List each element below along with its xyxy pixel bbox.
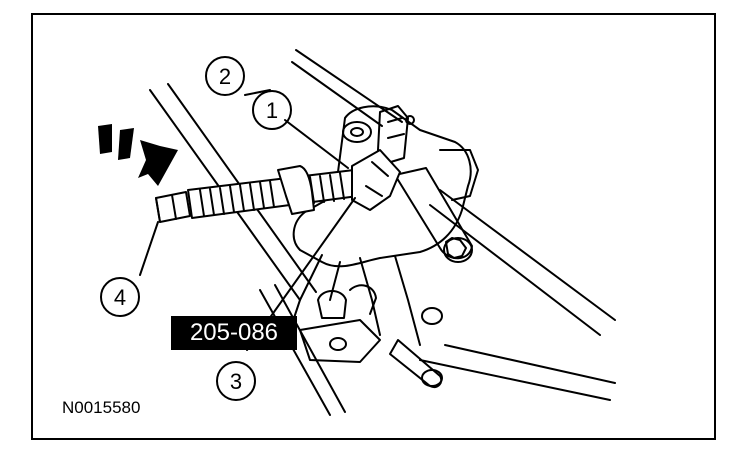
callout-1-label: 1: [266, 98, 278, 123]
force-direction-arrow: [98, 124, 178, 186]
ball-joint-boss: [394, 149, 479, 263]
illustration-frame: [31, 13, 716, 440]
frame-rail-bottom: [419, 344, 616, 401]
special-tool-number-label: 205-086: [171, 316, 297, 350]
callout-3-circle: [216, 361, 256, 401]
forcing-screw: [155, 165, 359, 223]
callout-2-label: 2: [219, 64, 231, 89]
callout-1-circle: [252, 90, 292, 130]
puller-body: [351, 149, 401, 211]
steering-knuckle: [289, 105, 472, 346]
tie-rod-end: [299, 284, 443, 388]
callout-2-circle: [205, 56, 245, 96]
callout-4-label: 4: [114, 285, 126, 310]
callout-4-circle: [100, 277, 140, 317]
figure-id: N0015580: [62, 398, 141, 417]
callout-3-label: 3: [230, 369, 242, 394]
